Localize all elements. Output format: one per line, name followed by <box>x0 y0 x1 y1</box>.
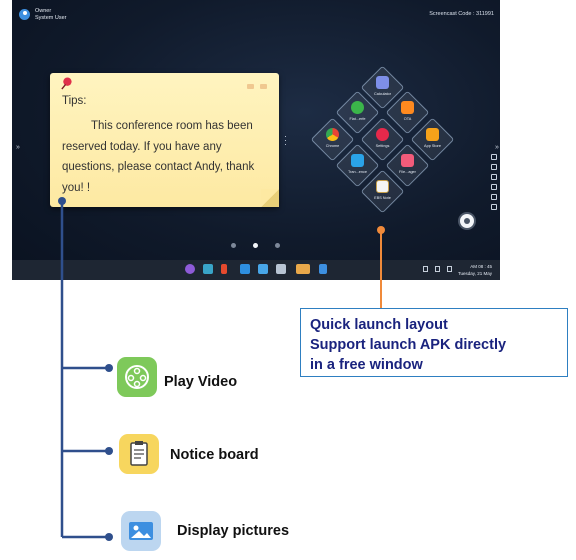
settings-icon <box>376 128 389 141</box>
bluetooth-icon[interactable] <box>447 266 452 272</box>
expand-left-chevron-icon[interactable]: » <box>16 144 20 151</box>
callout-line-2: Support launch APK directly <box>310 337 507 353</box>
feature-notice-board: Notice board <box>170 447 259 463</box>
store-icon <box>426 128 439 141</box>
feature-display-pictures: Display pictures <box>177 523 290 539</box>
note-drag-handle[interactable]: ··· <box>284 131 287 149</box>
pen-icon[interactable] <box>491 164 497 170</box>
pushpin-icon <box>61 77 72 90</box>
app-store[interactable]: App Store <box>410 117 455 162</box>
note-title: Tips: <box>62 95 87 107</box>
app-ota[interactable]: OTA <box>385 90 430 135</box>
page-dot[interactable] <box>231 243 236 248</box>
side-toolbar <box>491 154 499 210</box>
transfer-icon <box>351 154 364 167</box>
lock-icon[interactable] <box>491 194 497 200</box>
screencast-code: Screencast Code : 311991 <box>429 11 494 17</box>
chrome-icon <box>326 128 339 141</box>
app-file-manager[interactable]: File...ager <box>385 143 430 188</box>
windows-icon[interactable] <box>319 264 327 274</box>
app-chrome[interactable]: Chrome <box>310 117 355 162</box>
back-icon[interactable] <box>491 204 497 210</box>
apps-icon[interactable] <box>258 264 268 274</box>
user-role: System User <box>35 15 67 21</box>
apps-icon[interactable] <box>491 184 497 190</box>
home-icon[interactable] <box>203 264 213 274</box>
app-label: Chrome <box>325 144 340 148</box>
picture-icon <box>121 511 161 551</box>
page-dot-active[interactable] <box>253 243 258 248</box>
film-reel-icon <box>117 357 157 397</box>
app-settings[interactable]: Settings <box>360 117 405 162</box>
note-close-icon[interactable] <box>260 84 267 89</box>
assistant-icon[interactable] <box>185 264 195 274</box>
note-tools <box>247 84 267 89</box>
app-label: Settings <box>375 144 390 148</box>
calculator-icon <box>376 76 389 89</box>
folder-icon <box>401 154 414 167</box>
app-flat-interface[interactable]: Flat...erfe <box>335 90 380 135</box>
taskbar: AM 08 : 45 Tuesday, 21 May <box>12 260 500 280</box>
pen-icon[interactable] <box>221 264 227 274</box>
quick-launch-callout: Quick launch layout Support launch APK d… <box>300 308 568 377</box>
folder-icon[interactable] <box>240 264 250 274</box>
screen-icon[interactable] <box>491 174 497 180</box>
network-icon[interactable] <box>423 266 428 272</box>
note-icon <box>376 180 389 193</box>
expand-right-chevron-icon[interactable]: » <box>495 144 499 151</box>
app-label: Calculator <box>373 92 392 96</box>
clock-date: Tuesday, 21 May <box>457 271 492 276</box>
device-screen: Owner System User Screencast Code : 3119… <box>12 0 500 280</box>
callout-line-3: in a free window <box>310 357 423 373</box>
app-label: Tran...ence <box>347 170 368 174</box>
app-calculator[interactable]: Calculator <box>360 65 405 110</box>
floating-menu-button[interactable] <box>460 214 474 228</box>
widgets-icon[interactable] <box>276 264 286 274</box>
app-label: EBS Note <box>374 196 391 200</box>
app-label: Flat...erfe <box>349 117 366 121</box>
note-body: This conference room has been reserved t… <box>62 120 255 194</box>
clipboard-icon <box>119 434 159 474</box>
app-ebs-note[interactable]: EBS Note <box>360 169 405 214</box>
feature-play-video: Play Video <box>164 374 238 390</box>
app-transfer[interactable]: Tran...ence <box>335 143 380 188</box>
note-minimize-icon[interactable] <box>247 84 254 89</box>
wifi-icon[interactable] <box>435 266 440 272</box>
note-resize-handle[interactable] <box>261 189 279 207</box>
callout-line-1: Quick launch layout <box>310 317 448 333</box>
app-label: App Store <box>424 144 441 148</box>
clock-time: AM 08 : 45 <box>470 264 492 269</box>
system-tray <box>423 266 452 272</box>
page-dot[interactable] <box>275 243 280 248</box>
upload-icon <box>401 101 414 114</box>
app-label: File...ager <box>399 170 416 174</box>
user-name: Owner <box>35 8 52 14</box>
user-avatar[interactable] <box>19 9 30 20</box>
home-icon[interactable] <box>491 154 497 160</box>
compass-icon <box>351 101 364 114</box>
sticky-note[interactable]: Tips: This conference room has been rese… <box>50 73 279 207</box>
app-label: OTA <box>403 117 412 121</box>
keyboard-icon[interactable] <box>296 264 310 274</box>
